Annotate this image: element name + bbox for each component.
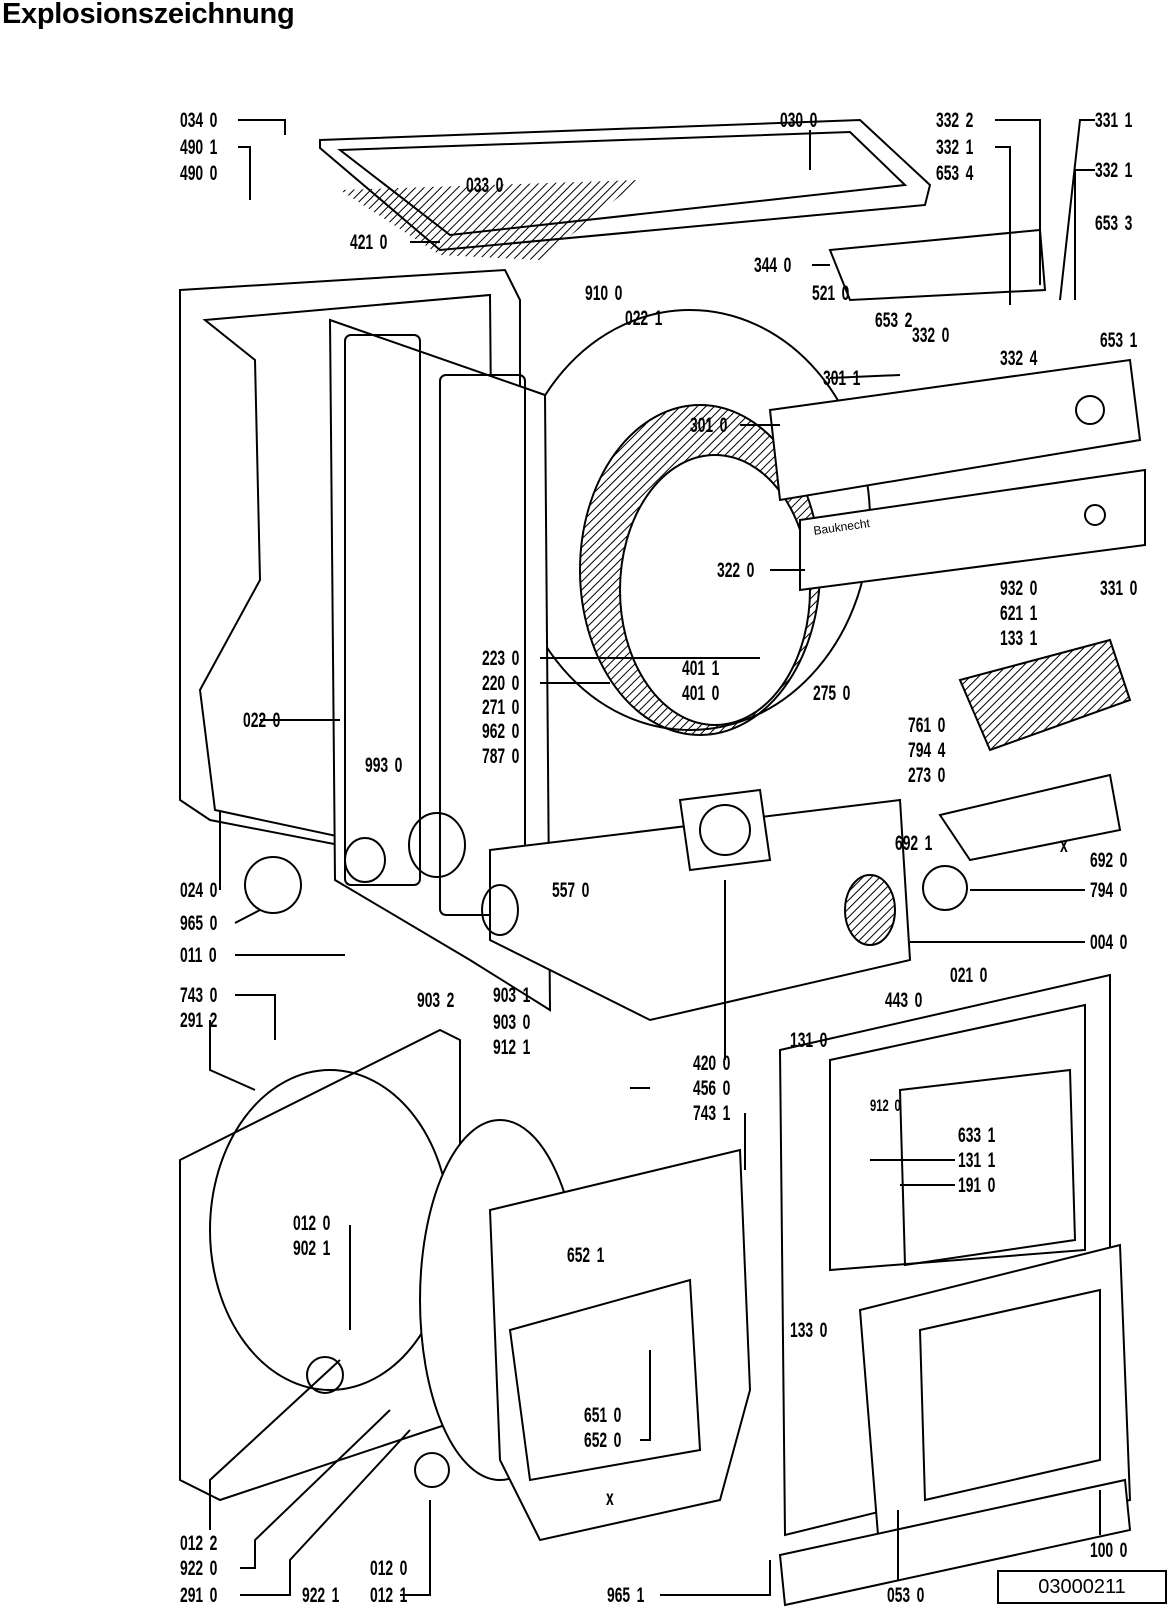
part-label: 743 1 [693,1102,731,1125]
part-label: 910 0 [585,282,623,305]
part-label: 033 0 [466,174,504,197]
part-label: 291 2 [180,1009,218,1032]
part-label: 100 0 [1090,1539,1128,1562]
part-label: 652 1 [567,1244,605,1267]
part-label: 332 1 [936,136,974,159]
part-label: 344 0 [754,254,792,277]
base-frame [489,798,912,1022]
part-label: 490 0 [180,162,218,185]
part-label: 912 1 [493,1036,531,1059]
part-label: 903 1 [493,984,531,1007]
part-label: 794 0 [1090,879,1128,902]
lint-filter [958,638,1132,752]
part-label: 932 0 [1000,577,1038,600]
part-label: 401 1 [682,657,720,680]
part-label: 011 0 [180,944,217,967]
part-label: 022 1 [625,307,663,330]
part-label: 331 0 [1100,577,1138,600]
part-label: 443 0 [885,989,923,1012]
part-label: 223 0 [482,647,520,670]
part-label: 922 0 [180,1557,218,1580]
back-cover [179,1028,461,1502]
part-label: 053 0 [887,1584,925,1607]
part-label: 275 0 [813,682,851,705]
part-label: 133 0 [790,1319,828,1342]
part-label: 291 0 [180,1584,218,1607]
part-label: 633 1 [958,1124,996,1147]
part-label: 301 0 [690,414,728,437]
part-label: 965 1 [607,1584,645,1607]
part-label: 653 3 [1095,212,1133,235]
part-label: 332 4 [1000,347,1038,370]
part-label: 653 4 [936,162,974,185]
part-label: 012 2 [180,1532,218,1555]
part-label: 012 0 [370,1557,408,1580]
part-label: 521 0 [812,282,850,305]
part-label: 761 0 [908,714,946,737]
page-title: Explosionszeichnung [2,0,295,30]
part-label: 022 0 [243,709,281,732]
top-cover [319,118,932,260]
part-label: 191 0 [958,1174,996,1197]
part-label: 332 0 [912,324,950,347]
part-label: 131 1 [958,1149,996,1172]
part-label: 743 0 [180,984,218,1007]
drawing-code: 03000211 [997,1570,1167,1604]
part-label: 652 0 [584,1429,622,1452]
part-label: 030 0 [780,109,818,132]
leader-lines [209,119,1101,1596]
part-label: 021 0 [950,964,988,987]
direction-marker: x [606,1487,614,1510]
part-label: 912 0 [870,1096,901,1115]
part-label: 420 0 [693,1052,731,1075]
part-label: 273 0 [908,764,946,787]
part-label: 903 0 [493,1011,531,1034]
part-label: 332 2 [936,109,974,132]
part-label: 962 0 [482,720,520,743]
part-label: 653 2 [875,309,913,332]
part-label: 965 0 [180,912,218,935]
part-label: 621 1 [1000,602,1038,625]
part-label: 322 0 [717,559,755,582]
part-label: 922 1 [302,1584,340,1607]
part-label: 012 0 [293,1212,331,1235]
part-label: 794 4 [908,739,946,762]
part-label: 557 0 [552,879,590,902]
part-label: 490 1 [180,136,218,159]
part-label: 332 1 [1095,159,1133,182]
part-label: 692 0 [1090,849,1128,872]
part-label: 012 1 [370,1584,408,1607]
part-label: 004 0 [1090,931,1128,954]
part-label: 787 0 [482,745,520,768]
part-label: 993 0 [365,754,403,777]
direction-marker: x [1060,834,1068,857]
part-label: 903 2 [417,989,455,1012]
door [858,1243,1132,1562]
part-label: 651 0 [584,1404,622,1427]
part-label: 902 1 [293,1237,331,1260]
part-label: 331 1 [1095,109,1133,132]
part-label: 034 0 [180,109,218,132]
part-label: 133 1 [1000,627,1038,650]
part-label: 456 0 [693,1077,731,1100]
part-label: 401 0 [682,682,720,705]
part-label: 421 0 [350,231,388,254]
part-label: 131 0 [790,1029,828,1052]
part-label: 653 1 [1100,329,1138,352]
part-label: 024 0 [180,879,218,902]
part-label: 271 0 [482,696,520,719]
part-label: 301 1 [823,367,861,390]
control-panel [768,358,1142,502]
part-label: 220 0 [482,672,520,695]
part-label: 692 1 [895,832,933,855]
